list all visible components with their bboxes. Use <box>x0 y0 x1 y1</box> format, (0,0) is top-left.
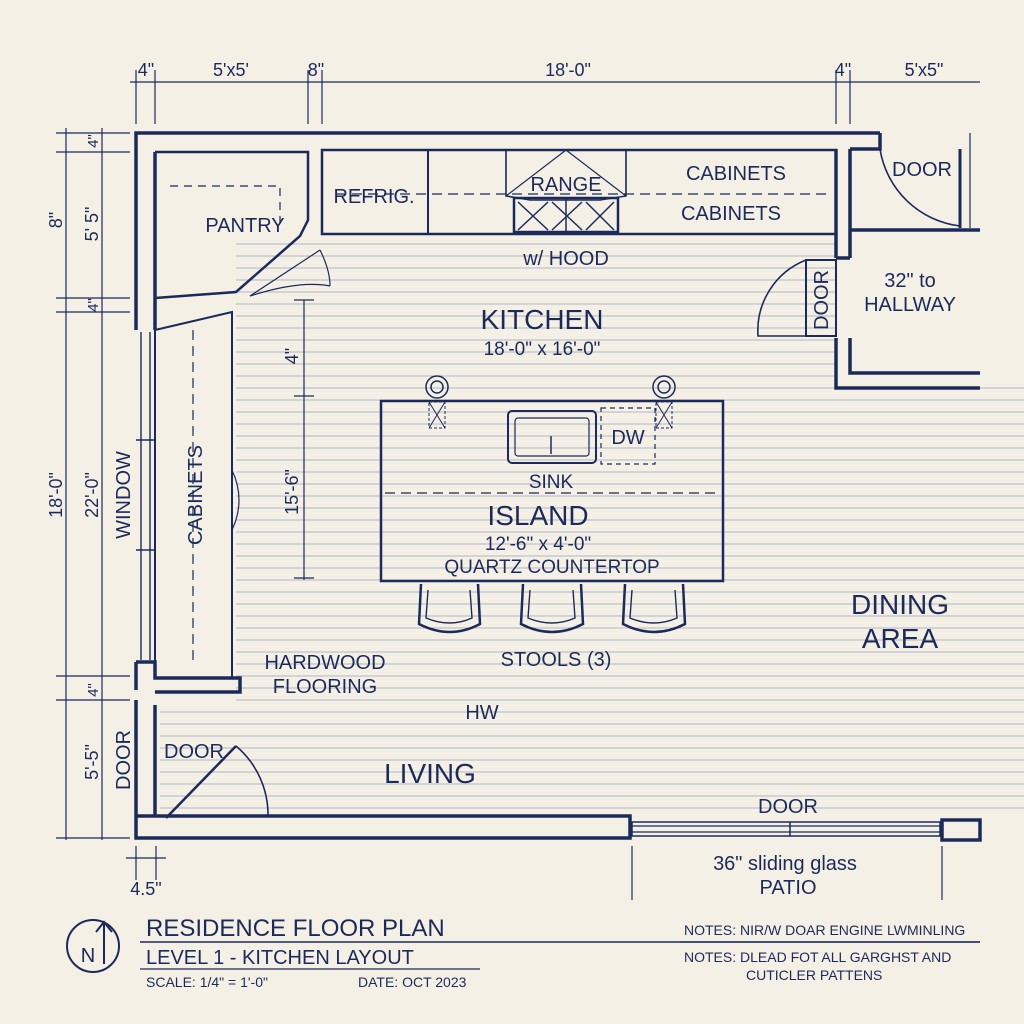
stools-label: STOOLS (3) <box>501 649 612 671</box>
door-left-label: DOOR <box>164 741 224 763</box>
door-swings <box>165 133 971 837</box>
note-3: CUTICLER PATTENS <box>746 967 882 983</box>
cabinets-upper-label: CABINETS <box>686 163 786 185</box>
dining-label-2: AREA <box>862 623 939 654</box>
dim-left-inner-4: 22'-0" <box>82 472 102 518</box>
note-2: NOTES: DLEAD FOT ALL GARGHST AND <box>684 949 951 965</box>
hood-label: w/ HOOD <box>522 248 609 270</box>
dim-island-1: 4" <box>282 348 302 364</box>
door-patio-label: DOOR <box>758 796 818 818</box>
cabinets-lower-label: CABINETS <box>681 203 781 225</box>
dim-left-outer-1: 8" <box>46 212 66 228</box>
dining-label-1: DINING <box>851 589 949 620</box>
title-block: N RESIDENCE FLOOR PLAN LEVEL 1 - KITCHEN… <box>81 915 966 990</box>
stools <box>417 583 687 634</box>
patio-label-1: 36" sliding glass <box>713 853 857 875</box>
island-material: QUARTZ COUNTERTOP <box>444 557 659 578</box>
dim-top-6: 5'x5" <box>905 60 944 80</box>
sink-label: SINK <box>529 472 574 493</box>
flooring-label-2: FLOORING <box>273 676 377 698</box>
dim-left-inner-3: 4" <box>85 298 102 312</box>
dim-left-outer-2: 18'-0" <box>46 472 66 518</box>
dim-top-1: 4" <box>138 60 154 80</box>
dim-left-inner-5: 4" <box>85 683 102 697</box>
island-size: 12'-6" x 4'-0" <box>485 534 591 555</box>
dim-top-4: 18'-0" <box>545 60 591 80</box>
plan-scale: SCALE: 1/4" = 1'-0" <box>146 974 268 990</box>
door-hall-label: DOOR <box>811 270 833 330</box>
plan-subtitle: LEVEL 1 - KITCHEN LAYOUT <box>146 947 414 969</box>
hallway-label-1: 32" to <box>884 270 936 292</box>
door-labels: DOOR DOOR 32" to HALLWAY DOOR DOOR DOOR … <box>113 159 956 899</box>
room-labels: PANTRY REFRIG. RANGE CABINETS CABINETS w… <box>113 163 949 789</box>
walls <box>134 131 982 842</box>
dim-left-inner-6: 5'-5" <box>82 744 102 780</box>
dimension-lines <box>56 70 980 900</box>
top-counters <box>320 148 838 236</box>
hallway-label-2: HALLWAY <box>864 294 956 316</box>
range-label: RANGE <box>530 174 601 196</box>
dim-bottom: 4.5" <box>130 879 161 899</box>
flooring-label-1: HARDWOOD <box>264 652 385 674</box>
pantry-label: PANTRY <box>205 215 284 237</box>
dim-left-inner-2: 5' 5" <box>82 207 102 242</box>
dimension-labels: 4" 5'x5' 8" 18'-0" 4" 5'x5" 8" 18'-0" 4"… <box>46 60 943 899</box>
pantry-outline <box>154 150 331 300</box>
door-left-vertical-label: DOOR <box>113 730 135 790</box>
island-name: ISLAND <box>487 500 588 531</box>
side-cabinets-label: CABINETS <box>185 445 207 545</box>
north-arrow-icon <box>66 919 120 973</box>
dim-top-3: 8" <box>308 60 324 80</box>
dim-left-inner-1: 4" <box>85 134 102 148</box>
plan-date: DATE: OCT 2023 <box>358 974 467 990</box>
refrigerator-label: REFRIG. <box>333 186 414 208</box>
north-label: N <box>81 945 95 967</box>
hw-label: HW <box>465 702 498 724</box>
living-label: LIVING <box>384 758 476 789</box>
plan-title: RESIDENCE FLOOR PLAN <box>146 915 445 942</box>
title-block-lines <box>140 941 980 970</box>
note-1: NOTES: NIR/W DOAR ENGINE LWMINLING <box>684 922 965 938</box>
patio-label-2: PATIO <box>759 877 816 899</box>
dim-top-2: 5'x5' <box>213 60 249 80</box>
window-label: WINDOW <box>113 451 135 539</box>
island <box>379 375 725 583</box>
door-top-right-label: DOOR <box>892 159 952 181</box>
dishwasher-label: DW <box>611 427 644 449</box>
kitchen-size: 18'-0" x 16'-0" <box>484 339 601 360</box>
side-cabinets-outline <box>154 310 240 678</box>
window-frame <box>136 332 155 660</box>
kitchen-name: KITCHEN <box>481 304 604 335</box>
dim-top-5: 4" <box>835 60 851 80</box>
dim-island-2: 15'-6" <box>282 469 302 515</box>
